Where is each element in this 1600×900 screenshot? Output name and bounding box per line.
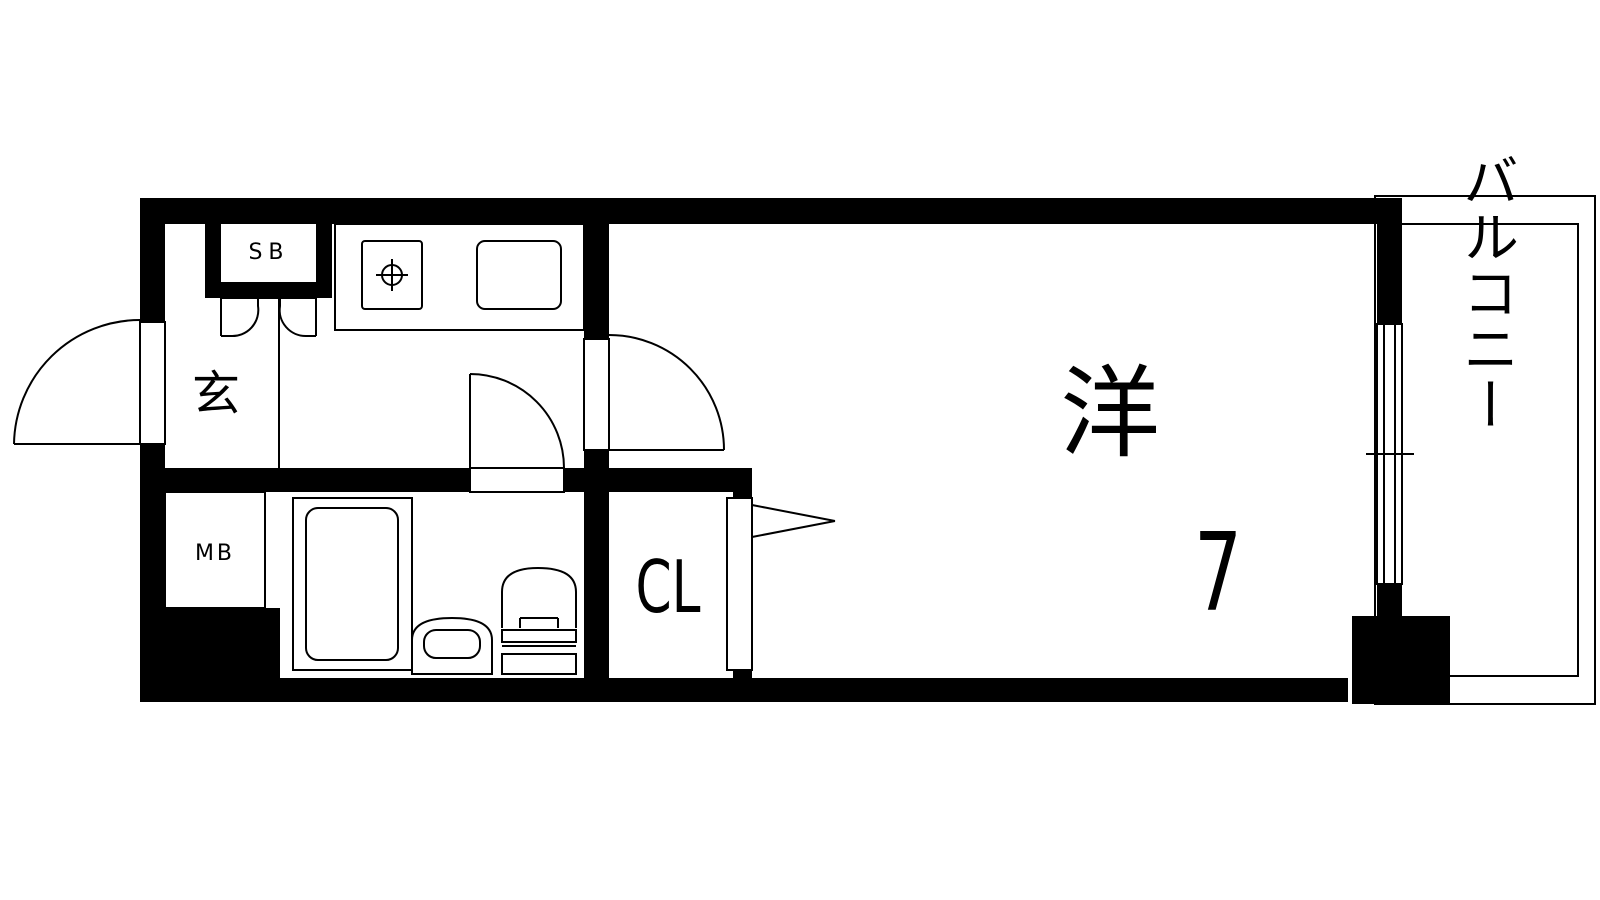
balcony-window — [1366, 323, 1414, 585]
kitchen-counter — [334, 223, 585, 331]
closet-door — [726, 497, 836, 671]
washbasin-icon — [411, 616, 493, 675]
bathroom-door — [469, 373, 565, 493]
balcony-label: バルコニー — [1454, 152, 1519, 432]
walls — [140, 198, 1450, 704]
shoe-box-label: SB — [248, 240, 289, 265]
entrance-label: 玄 — [192, 366, 240, 422]
hall-lines — [220, 297, 317, 468]
closet-label: CL — [635, 545, 700, 629]
meter-box-label: MB — [195, 541, 235, 566]
bathtub-icon — [305, 507, 399, 661]
entrance-door — [13, 319, 166, 445]
room-door — [583, 334, 725, 451]
bathroom — [292, 497, 413, 671]
room-size-label: 7 — [1194, 509, 1242, 635]
meter-box — [164, 491, 266, 609]
sink-icon — [476, 240, 562, 310]
stove-burner-icon — [361, 240, 423, 310]
toilet-icon — [501, 566, 577, 675]
western-room-label: 洋 — [1060, 355, 1160, 472]
